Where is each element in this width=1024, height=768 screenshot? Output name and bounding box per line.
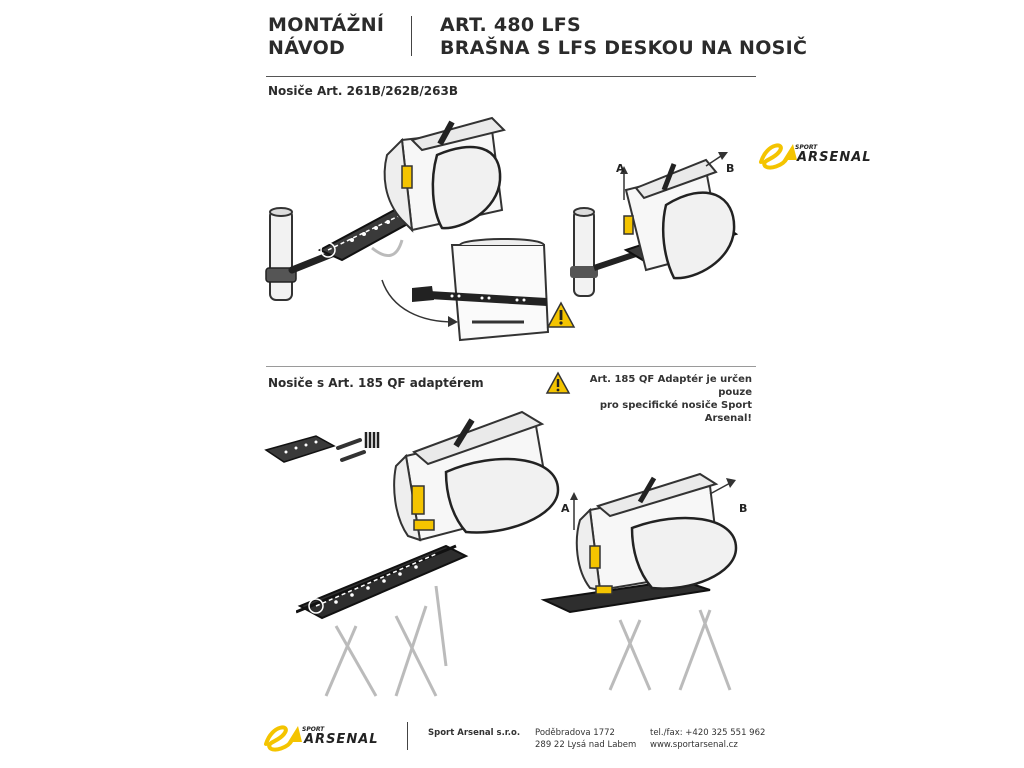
title-line-2: NÁVOD <box>268 37 346 59</box>
sport-arsenal-logo: SPORT ARSENAL <box>757 138 887 172</box>
brand-swoosh-icon <box>759 143 797 170</box>
footer-divider <box>407 722 408 750</box>
underside-closeup <box>412 238 550 342</box>
company-name: Sport Arsenal s.r.o. <box>428 728 521 738</box>
illustration-mount-step2 <box>296 410 560 697</box>
logo-arsenal-text: ARSENAL <box>304 732 379 747</box>
illustration-mounted-step2 <box>540 472 738 691</box>
section1-title: Nosiče Art. 261B/262B/263B <box>268 84 459 98</box>
clamp-bar <box>336 438 362 450</box>
warning-icon <box>546 301 576 328</box>
document-title: MONTÁŽNÍ NÁVOD <box>268 14 384 60</box>
contact-phone: tel./fax: +420 325 551 962 <box>650 728 766 738</box>
product-line-1: ART. 480 LFS <box>440 14 582 36</box>
seat-post <box>269 209 293 301</box>
logo-sport-text: SPORT <box>302 726 325 733</box>
logo-sport-text: SPORT <box>795 144 818 151</box>
screws <box>364 432 380 448</box>
brand-swoosh-icon <box>264 725 302 752</box>
address-street: Poděbradova 1772 <box>535 728 615 738</box>
label-b-step2: B <box>739 502 748 515</box>
logo-arsenal-text: ARSENAL <box>797 150 872 165</box>
contact-web[interactable]: www.sportarsenal.cz <box>650 740 738 750</box>
title-line-1: MONTÁŽNÍ <box>268 14 385 36</box>
footer-contact: tel./fax: +420 325 551 962 www.sportarse… <box>650 727 765 751</box>
footer-company: Sport Arsenal s.r.o. <box>428 727 520 739</box>
adapter-parts <box>264 432 380 463</box>
footer-address: Poděbradova 1772 289 22 Lysá nad Labem <box>535 727 636 751</box>
warning-icon <box>545 371 571 394</box>
label-a-step1: A <box>616 162 625 175</box>
label-a-step2: A <box>561 502 570 515</box>
section2-title: Nosiče s Art. 185 QF adaptérem <box>268 376 484 390</box>
section-divider <box>266 366 756 367</box>
adapter-warning-note: Art. 185 QF Adaptér je určen pouze pro s… <box>576 373 752 425</box>
illustration-mount-step1 <box>265 116 550 342</box>
header-divider <box>411 16 412 56</box>
footer-logo: SPORT ARSENAL <box>262 720 392 754</box>
warning-line-2: pro specifické nosiče Sport Arsenal! <box>599 400 752 424</box>
product-line-2: BRAŠNA S LFS DESKOU NA NOSIČ <box>440 37 808 59</box>
product-title: ART. 480 LFS BRAŠNA S LFS DESKOU NA NOSI… <box>440 14 807 60</box>
label-b-step1: B <box>726 162 735 175</box>
header-rule <box>266 76 756 77</box>
warning-line-1: Art. 185 QF Adaptér je určen pouze <box>589 374 752 398</box>
address-city: 289 22 Lysá nad Labem <box>535 740 637 750</box>
bag-drawing <box>393 410 560 542</box>
illustration-mounted-step1 <box>570 152 739 297</box>
rack-legs <box>324 585 448 697</box>
clamp-bar <box>340 450 366 462</box>
bag-drawing <box>383 116 506 233</box>
